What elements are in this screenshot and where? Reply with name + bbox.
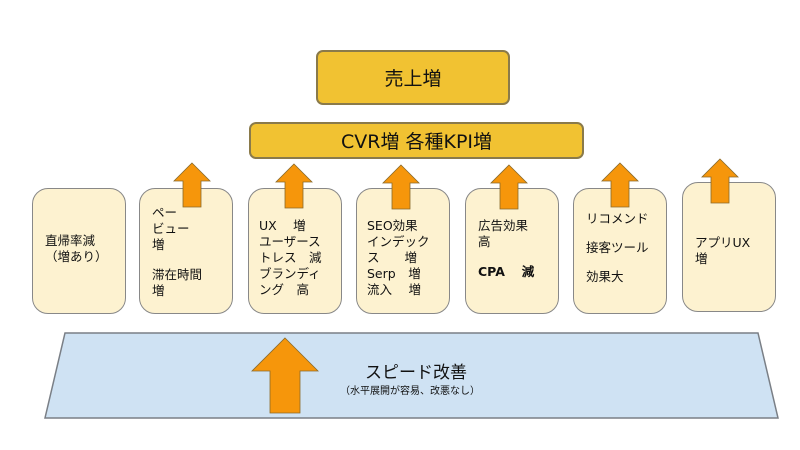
up-arrow-icon	[490, 164, 528, 210]
card-line: 増	[695, 251, 708, 266]
card-line: ング 高	[259, 282, 310, 297]
cvr-kpi-box: CVR増 各種KPI増	[249, 122, 584, 159]
card-line: 滞在時間	[152, 267, 203, 282]
card-text: SEO効果 インデック ス 増 Serp 増 流入 増	[367, 218, 430, 298]
up-arrow-icon	[601, 162, 639, 208]
card-seo: SEO効果 インデック ス 増 Serp 増 流入 増	[356, 188, 450, 314]
card-line: 増	[152, 237, 165, 252]
card-line: ビュー	[152, 221, 190, 236]
up-arrow-icon	[701, 158, 739, 204]
sales-increase-box: 売上増	[316, 50, 510, 105]
card-text: リコメンド 接客ツール 効果大	[586, 211, 649, 284]
card-recommend: リコメンド 接客ツール 効果大	[573, 188, 667, 314]
card-line: ユーザース	[259, 234, 321, 249]
cvr-kpi-label: CVR増 各種KPI増	[340, 131, 493, 153]
card-bounce-rate: 直帰率減 （増あり）	[32, 188, 126, 314]
card-line: トレス 減	[259, 250, 322, 265]
card-line: リコメンド	[586, 211, 649, 226]
large-up-arrow-icon	[251, 337, 319, 414]
card-line: ブランディ	[259, 266, 321, 281]
card-line: SEO効果	[367, 218, 418, 233]
card-line: Serp 増	[367, 266, 421, 281]
card-text: ペー ビュー 増 滞在時間 増	[152, 205, 202, 299]
card-line-gap	[478, 250, 534, 264]
card-line-gap	[152, 253, 202, 267]
card-line: 接客ツール	[586, 240, 649, 255]
card-line: （増あり）	[45, 249, 108, 264]
card-line-gap	[586, 255, 649, 269]
card-line: ス 増	[367, 250, 418, 265]
card-line: ペー	[152, 205, 178, 220]
card-pageview: ペー ビュー 増 滞在時間 増	[139, 188, 233, 314]
card-text: アプリUX 増	[695, 235, 750, 267]
up-arrow-icon	[382, 164, 420, 210]
card-text: 広告効果 高 CPA 減	[478, 218, 534, 280]
card-app-ux: アプリUX 増	[682, 182, 776, 312]
up-arrow-icon	[173, 162, 211, 208]
card-ux: UX 増 ユーザース トレス 減 ブランディ ング 高	[248, 188, 342, 314]
card-line: 広告効果	[478, 218, 529, 233]
card-line: 高	[478, 234, 491, 249]
card-line: CPA 減	[478, 264, 535, 279]
speed-improvement-subtitle: （水平展開が容易、改悪なし）	[340, 386, 480, 397]
card-line: 増	[152, 283, 165, 298]
card-line: インデック	[367, 234, 430, 249]
card-line: アプリUX	[695, 235, 751, 250]
speed-improvement-title: スピード改善	[365, 363, 467, 383]
up-arrow-icon	[275, 163, 313, 209]
card-text: UX 増 ユーザース トレス 減 ブランディ ング 高	[259, 218, 322, 298]
card-line: UX 増	[259, 218, 306, 233]
card-line-gap	[586, 226, 649, 240]
sales-increase-label: 売上増	[384, 68, 442, 90]
card-text: 直帰率減 （増あり）	[45, 233, 108, 265]
card-line: 効果大	[586, 269, 624, 284]
card-line: 直帰率減	[45, 233, 96, 248]
card-line: 流入 増	[367, 282, 421, 297]
